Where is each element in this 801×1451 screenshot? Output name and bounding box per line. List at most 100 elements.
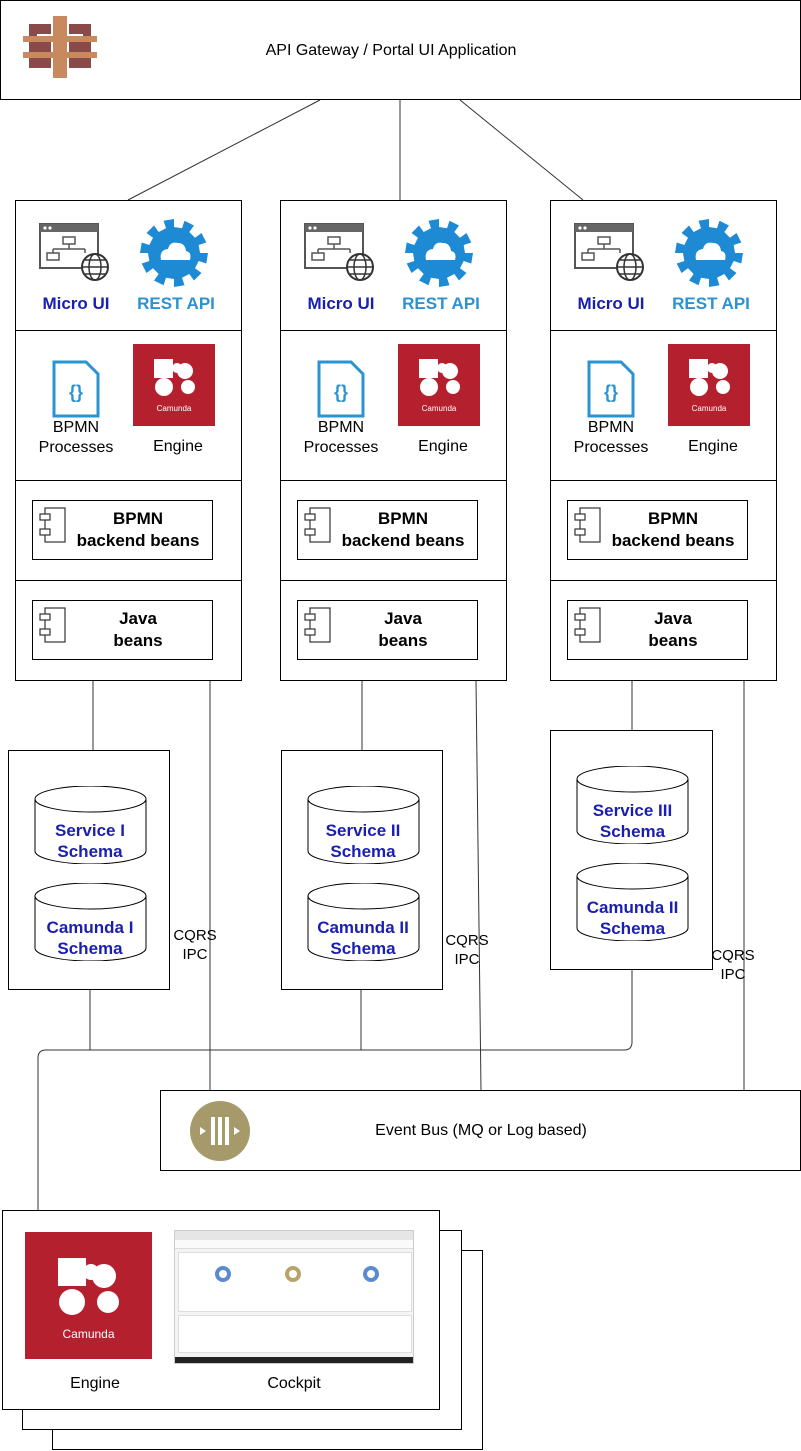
shared-camunda-logo-text: Camunda — [62, 1327, 115, 1341]
bpmn-processes-label: BPMN Processes — [303, 419, 379, 456]
service-schema-label: Service I Schema — [55, 821, 125, 861]
micro-ui-label: Micro UI — [307, 294, 375, 313]
java-beans-component: Java beans — [297, 600, 478, 660]
camunda-logo-text: Camunda — [156, 404, 192, 413]
rest-api-gear-icon — [140, 219, 208, 287]
cqrs-ipc-label: CQRS IPC — [173, 927, 217, 963]
cockpit-panel-top — [178, 1252, 412, 1312]
micro-ui-label: Micro UI — [42, 294, 110, 313]
cockpit-ring-3 — [363, 1266, 379, 1282]
camunda-icon — [419, 359, 460, 396]
rest-api-gear-icon — [675, 219, 743, 287]
component-icon — [304, 507, 331, 543]
java-beans-label: Java beans — [378, 609, 428, 650]
event-bus-box: Event Bus (MQ or Log based) — [160, 1090, 801, 1171]
cockpit-panel-bottom — [178, 1315, 412, 1353]
api-gateway-icon — [23, 16, 97, 78]
micro-ui-rest-box: Micro UI REST API — [550, 200, 777, 331]
web-ui-icon — [39, 223, 109, 281]
shared-cockpit-label: Cockpit — [267, 1375, 321, 1392]
camunda-schema-shape — [34, 883, 146, 961]
micro-ui-rest-box: Micro UI REST API — [280, 200, 507, 331]
camunda-schema-shape — [307, 883, 419, 961]
camunda-schema-label: Camunda II Schema — [317, 918, 409, 958]
java-beans-box: Java beans — [15, 580, 242, 681]
service-schema-label: Service III Schema — [592, 801, 673, 841]
rest-api-label: REST API — [137, 294, 215, 313]
micro-ui-rest-box: Micro UI REST API — [15, 200, 242, 331]
java-beans-label: Java beans — [113, 609, 163, 650]
java-beans-box: Java beans — [280, 580, 507, 681]
java-beans-label: Java beans — [648, 609, 698, 650]
engine-label: Engine — [153, 438, 203, 455]
camunda-schema-label: Camunda I Schema — [46, 918, 134, 958]
rest-api-gear-icon — [405, 219, 473, 287]
camunda-schema-shape — [576, 863, 689, 941]
component-icon — [304, 607, 331, 643]
cockpit-navbar — [175, 1240, 413, 1249]
backend-beans-label: BPMN backend beans — [76, 509, 200, 550]
cockpit-ring-1 — [215, 1266, 231, 1282]
bpmn-document-icon: {} — [317, 360, 365, 418]
api-gateway-title: API Gateway / Portal UI Application — [265, 42, 517, 59]
micro-ui-label: Micro UI — [577, 294, 645, 313]
camunda-logo: Camunda — [668, 344, 750, 426]
connector-line-8 — [475, 680, 482, 1091]
camunda-icon — [58, 1258, 119, 1315]
bpmn-document-icon: {} — [587, 360, 635, 418]
connector-line-1 — [127, 99, 321, 201]
backend-beans-box: BPMN backend beans — [550, 480, 777, 581]
cockpit-taskbar — [175, 1357, 413, 1363]
web-ui-icon — [304, 223, 374, 281]
shared-engine-label: Engine — [70, 1375, 120, 1392]
java-beans-box: Java beans — [550, 580, 777, 681]
service-schema-shape — [307, 786, 419, 864]
backend-beans-label: BPMN backend beans — [611, 509, 735, 550]
camunda-logo: Camunda — [398, 344, 480, 426]
cqrs-ipc-label: CQRS IPC — [445, 932, 489, 968]
shared-camunda-logo: Camunda — [25, 1232, 152, 1359]
svg-text:{}: {} — [69, 382, 83, 402]
backend-beans-label: BPMN backend beans — [341, 509, 465, 550]
svg-text:{}: {} — [334, 382, 348, 402]
camunda-schema-label: Camunda II Schema — [586, 898, 679, 938]
rest-api-label: REST API — [402, 294, 480, 313]
component-icon — [39, 607, 66, 643]
component-icon — [574, 607, 601, 643]
shared-engine-cockpit-card: Camunda Engine Cockpit — [2, 1210, 440, 1410]
rest-api-label: REST API — [672, 294, 750, 313]
camunda-logo: Camunda — [133, 344, 215, 426]
service-schema-shape — [34, 786, 146, 864]
bpmn-processes-label: BPMN Processes — [38, 419, 114, 456]
component-icon — [39, 507, 66, 543]
component-icon — [574, 507, 601, 543]
bpmn-processes-label: BPMN Processes — [573, 419, 649, 456]
camunda-icon — [154, 359, 195, 396]
event-bus-icon — [190, 1101, 250, 1161]
service-schema-shape — [576, 766, 689, 844]
database-to-cockpit-connector — [37, 970, 633, 1210]
service-schema-label: Service II Schema — [325, 821, 401, 861]
connector-line-3 — [459, 99, 584, 201]
event-bus-label: Event Bus (MQ or Log based) — [375, 1122, 587, 1139]
bpmn-document-icon: {} — [52, 360, 100, 418]
backend-beans-box: BPMN backend beans — [280, 480, 507, 581]
engine-label: Engine — [418, 438, 468, 455]
web-ui-icon — [574, 223, 644, 281]
api-gateway-box: API Gateway / Portal UI Application — [0, 0, 801, 100]
cockpit-topbar — [175, 1231, 413, 1240]
engine-label: Engine — [688, 438, 738, 455]
cockpit-ring-2 — [285, 1266, 301, 1282]
camunda-icon — [689, 359, 730, 396]
cqrs-ipc-label: CQRS IPC — [711, 947, 755, 983]
cockpit-screenshot — [174, 1230, 414, 1364]
backend-beans-box: BPMN backend beans — [15, 480, 242, 581]
